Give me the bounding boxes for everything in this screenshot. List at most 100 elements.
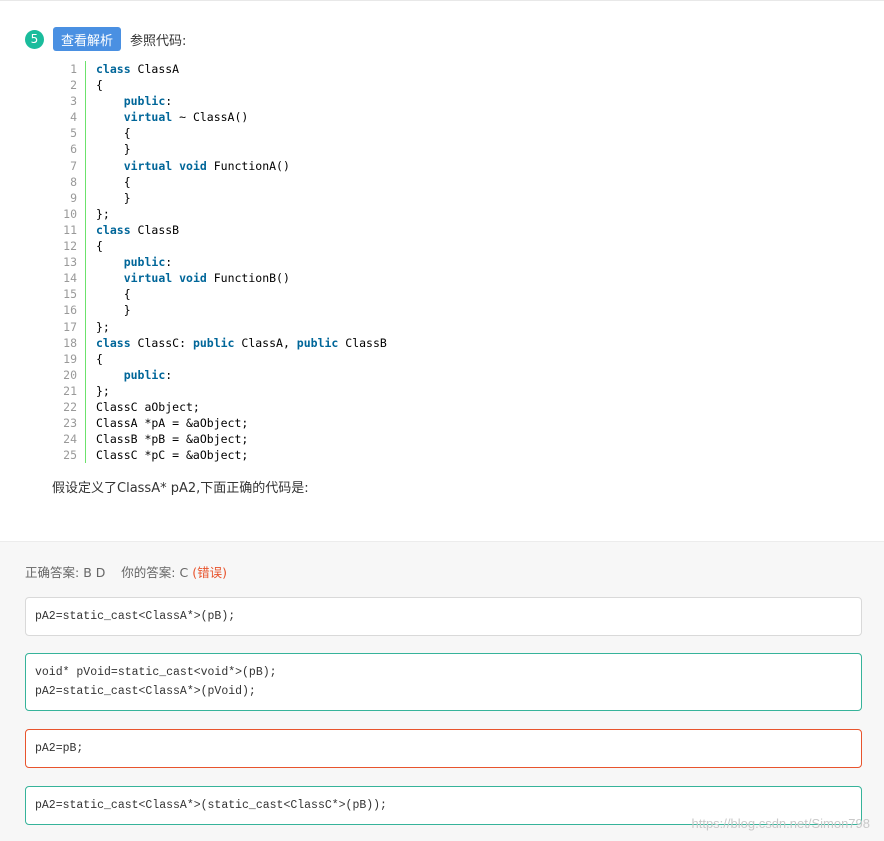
code-token <box>96 368 124 382</box>
code-token: FunctionA() <box>206 158 290 173</box>
line-number: 23 <box>56 415 86 432</box>
answer-summary: 正确答案: B D 你的答案: C (错误) <box>25 562 227 581</box>
code-text: ClassA *pA = &aObject; <box>86 415 248 431</box>
code-token: ClassA, <box>234 335 297 350</box>
code-text: { <box>86 286 131 302</box>
answer-option[interactable]: pA2=static_cast<ClassA*>(static_cast<Cla… <box>25 786 862 825</box>
code-token <box>96 94 124 108</box>
code-line: 20 public: <box>56 366 656 383</box>
line-number: 19 <box>56 350 86 367</box>
code-line: 25 ClassC *pC = &aObject; <box>56 447 656 464</box>
line-number: 3 <box>56 93 86 110</box>
code-text: { <box>86 174 131 190</box>
code-line: 12{ <box>56 238 656 255</box>
line-number: 4 <box>56 109 86 126</box>
code-token: ClassB <box>338 335 387 350</box>
answer-option[interactable]: pA2=pB; <box>25 729 862 768</box>
code-keyword: public <box>192 335 235 350</box>
code-token: { <box>96 239 103 254</box>
line-number: 20 <box>56 366 86 383</box>
code-text: virtual void FunctionB() <box>86 270 290 286</box>
code-token: ClassC aObject; <box>96 399 200 414</box>
code-token: }; <box>96 383 110 398</box>
line-number: 11 <box>56 221 86 239</box>
code-token: ClassC: <box>130 335 193 350</box>
code-text: ClassC aObject; <box>86 399 200 415</box>
code-token: FunctionB() <box>206 271 290 286</box>
code-token: : <box>165 255 173 270</box>
code-text: virtual void FunctionA() <box>86 158 290 174</box>
code-keyword: virtual <box>123 158 173 173</box>
code-keyword: public <box>123 367 166 382</box>
code-token: { <box>96 126 131 141</box>
line-number: 15 <box>56 286 86 303</box>
code-text: }; <box>86 206 110 222</box>
code-line: 19{ <box>56 350 656 367</box>
code-keyword: virtual <box>123 271 173 286</box>
code-text: public: <box>86 93 172 109</box>
answer-option[interactable]: pA2=static_cast<ClassA*>(pB); <box>25 597 862 636</box>
code-token: ClassA <box>130 62 180 76</box>
code-line: 3 public: <box>56 93 656 110</box>
code-token: } <box>96 190 131 205</box>
view-analysis-button[interactable]: 查看解析 <box>53 27 122 51</box>
code-text: public: <box>86 254 172 270</box>
code-token: { <box>96 174 131 189</box>
correct-answer-value: B D <box>83 565 106 580</box>
line-number: 2 <box>56 77 86 94</box>
option-code-line: pA2=pB; <box>35 742 84 755</box>
question-number-badge: 5 <box>25 29 44 49</box>
code-text: } <box>86 302 131 318</box>
line-number: 13 <box>56 254 86 271</box>
code-token: ClassB *pB = &aObject; <box>96 432 249 447</box>
code-keyword: public <box>123 255 166 270</box>
line-number: 1 <box>56 61 86 78</box>
code-keyword: void <box>179 158 207 173</box>
code-line: 17}; <box>56 318 656 335</box>
answer-option[interactable]: void* pVoid=static_cast<void*>(pB);pA2=s… <box>25 653 862 711</box>
code-line: 2{ <box>56 77 656 94</box>
question-header: 5 查看解析 参照代码: <box>25 26 186 52</box>
code-text: } <box>86 190 131 206</box>
code-line: 21}; <box>56 382 656 399</box>
code-keyword: class <box>96 335 131 350</box>
code-line: 8 { <box>56 173 656 190</box>
code-line: 15 { <box>56 286 656 303</box>
line-number: 14 <box>56 270 86 287</box>
line-number: 25 <box>56 447 86 464</box>
code-text: virtual ~ ClassA() <box>86 109 249 125</box>
line-number: 10 <box>56 205 86 222</box>
code-token <box>96 159 124 173</box>
line-number: 9 <box>56 189 86 206</box>
your-answer-value: C <box>179 565 189 580</box>
code-token: : <box>165 94 173 109</box>
question-text: 假设定义了ClassA* pA2,下面正确的代码是: <box>52 481 309 496</box>
code-text: } <box>86 141 131 157</box>
code-text: class ClassC: public ClassA, public Clas… <box>86 335 387 351</box>
line-number: 6 <box>56 141 86 158</box>
code-token: { <box>96 78 103 93</box>
code-token: } <box>96 142 131 157</box>
option-code-line: pA2=static_cast<ClassA*>(pVoid); <box>35 685 256 698</box>
code-token: } <box>96 303 131 318</box>
code-token: ClassC *pC = &aObject; <box>96 448 249 463</box>
line-number: 18 <box>56 334 86 351</box>
reference-code-label: 参照代码: <box>130 33 187 49</box>
line-number: 17 <box>56 318 86 335</box>
code-token <box>96 110 124 124</box>
code-token: { <box>96 287 131 302</box>
code-keyword: public <box>296 335 339 350</box>
your-answer-label: 你的答案: <box>121 565 176 580</box>
code-line: 14 virtual void FunctionB() <box>56 270 656 287</box>
code-keyword: public <box>123 94 166 109</box>
code-line: 6 } <box>56 141 656 158</box>
code-line: 10}; <box>56 205 656 222</box>
code-keyword: void <box>179 271 207 286</box>
